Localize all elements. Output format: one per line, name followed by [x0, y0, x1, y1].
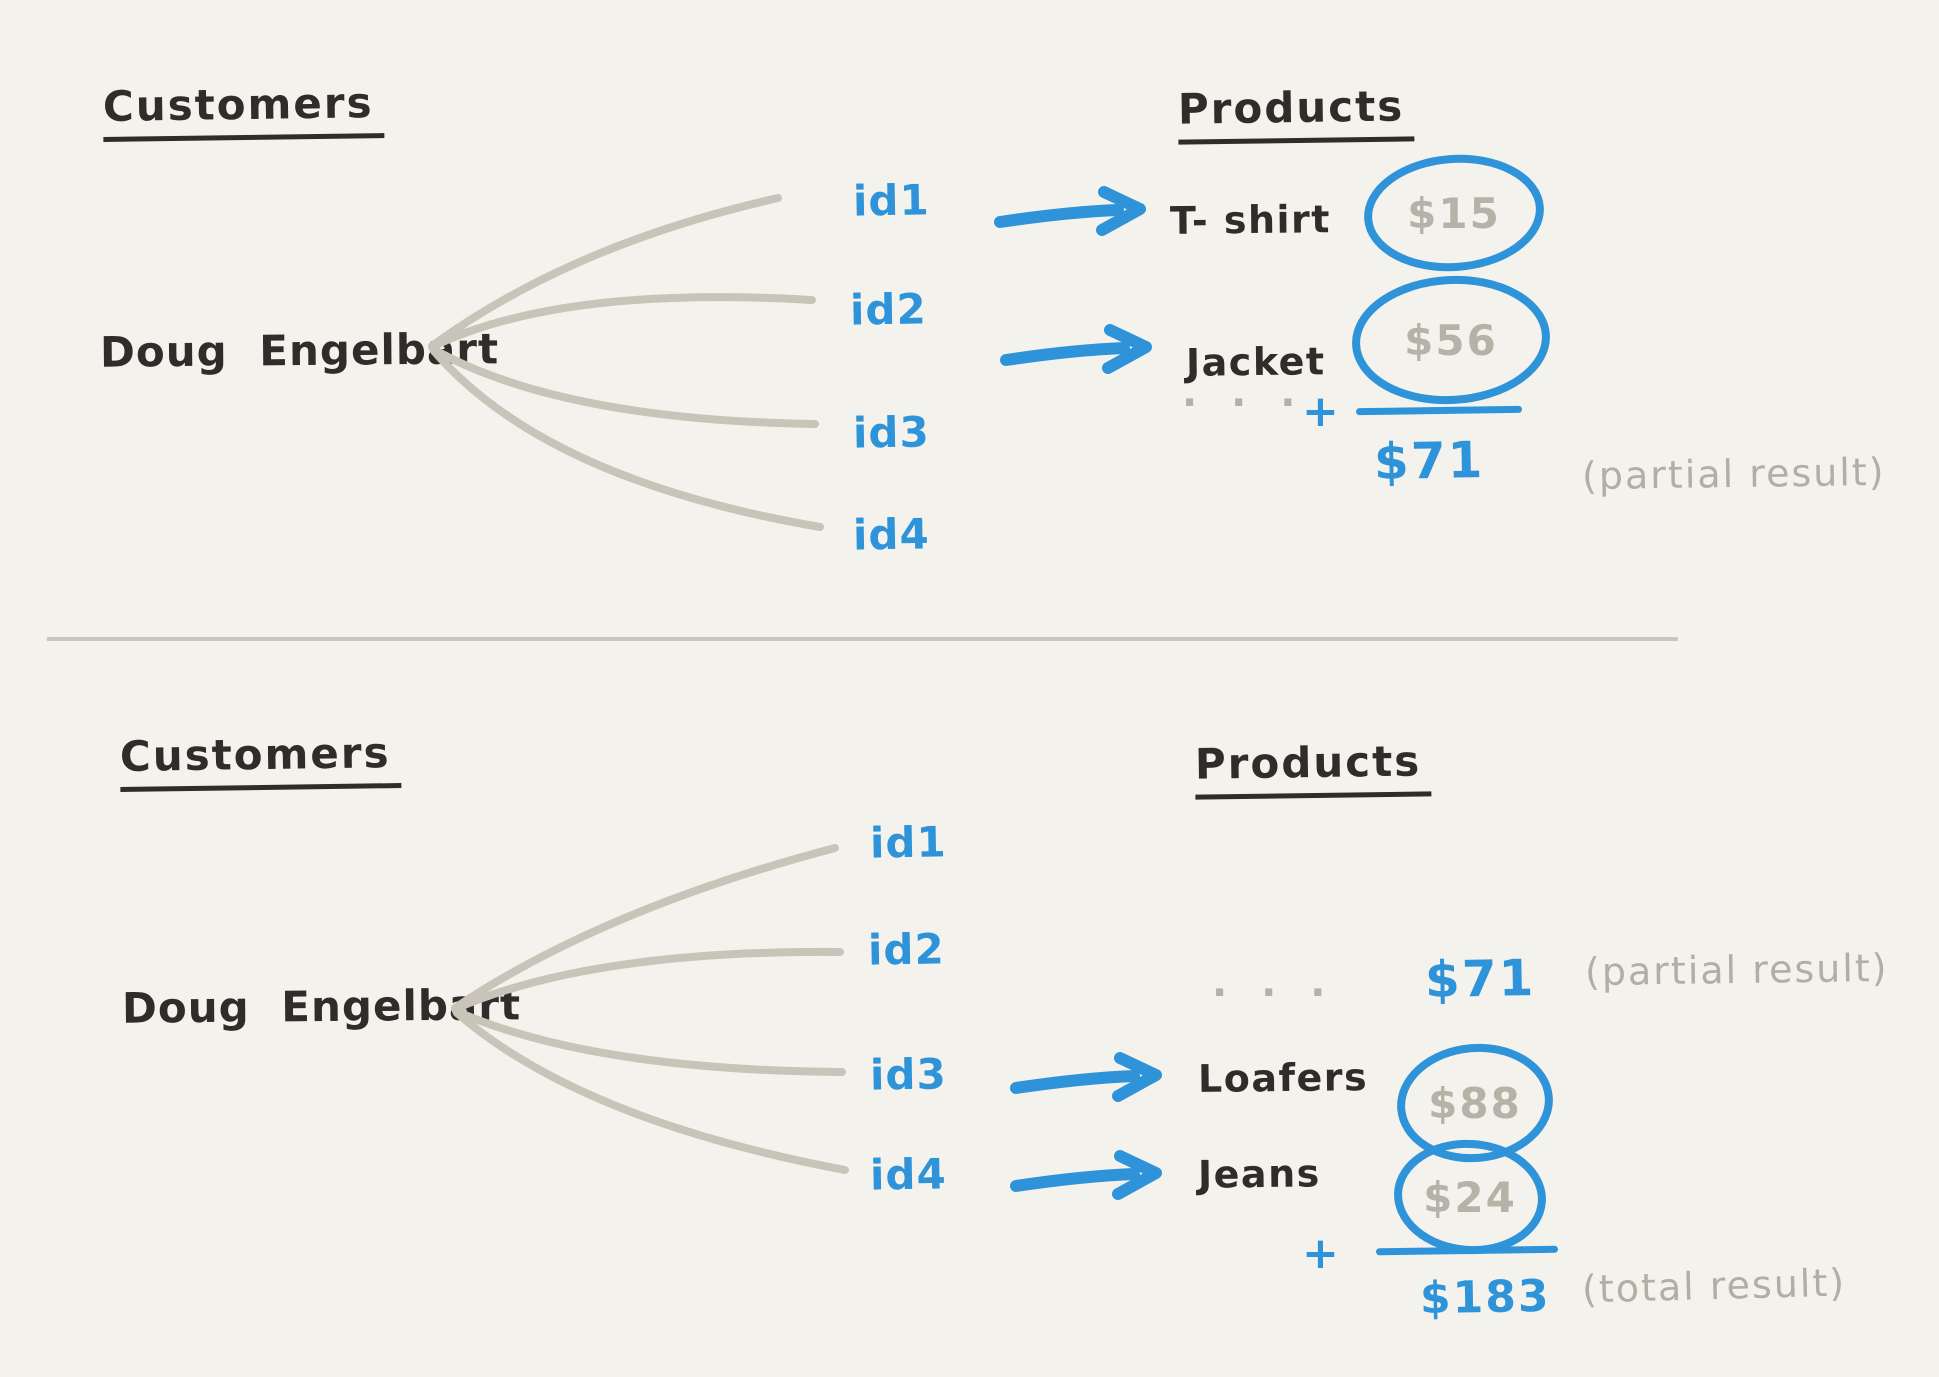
customers-heading: Customers	[102, 78, 385, 142]
arrow-right-icon	[1010, 1052, 1162, 1102]
price-loafers-text: $88	[1428, 1078, 1522, 1128]
id3-label: id3	[869, 1049, 948, 1100]
section-divider	[47, 637, 1678, 641]
id3-label: id3	[852, 407, 931, 458]
arrow-right-icon	[1000, 324, 1152, 374]
id4-label: id4	[869, 1149, 948, 1200]
circle-annotation-icon	[1352, 275, 1550, 405]
products-heading: Products	[1177, 81, 1415, 145]
ellipsis-dots: · · ·	[1212, 970, 1336, 1016]
total-result-note: (total result)	[1581, 1260, 1847, 1312]
arrow-right-icon	[1010, 1150, 1162, 1200]
id2-label: id2	[849, 284, 928, 335]
id1-label: id1	[852, 175, 931, 226]
product-jacket-label: Jacket	[1185, 339, 1326, 385]
price-jacket-text: $56	[1404, 315, 1498, 365]
plus-sign: +	[1302, 1228, 1339, 1279]
id4-label: id4	[852, 509, 931, 560]
ellipsis-dots: · · ·	[1182, 380, 1306, 426]
id2-label: id2	[867, 924, 946, 975]
product-loafers-label: Loafers	[1197, 1055, 1369, 1101]
price-tshirt-text: $15	[1407, 188, 1501, 238]
total-sum-value: $183	[1419, 1270, 1551, 1325]
sum-line	[1355, 405, 1523, 416]
price-jeans-text: $24	[1423, 1172, 1517, 1222]
plus-sign: +	[1302, 386, 1339, 437]
partial-sum-value: $71	[1373, 431, 1485, 491]
carried-sum-value: $71	[1424, 949, 1536, 1009]
circle-annotation-icon	[1364, 154, 1544, 272]
price-tshirt: $15	[1358, 150, 1550, 276]
arrow-right-icon	[994, 186, 1146, 236]
price-jacket: $56	[1348, 272, 1554, 408]
products-heading: Products	[1194, 736, 1432, 800]
partial-result-note: (partial result)	[1581, 449, 1886, 499]
fan-lines-icon	[428, 194, 824, 531]
price-jeans: $24	[1390, 1136, 1550, 1258]
price-loafers: $88	[1392, 1040, 1558, 1166]
circle-annotation-icon	[1397, 1043, 1553, 1163]
fan-lines-icon	[451, 844, 849, 1174]
id1-label: id1	[869, 817, 948, 868]
product-jeans-label: Jeans	[1197, 1151, 1321, 1197]
partial-result-note: (partial result)	[1584, 945, 1889, 995]
product-tshirt-label: T- shirt	[1169, 197, 1332, 243]
customers-heading: Customers	[119, 728, 402, 792]
